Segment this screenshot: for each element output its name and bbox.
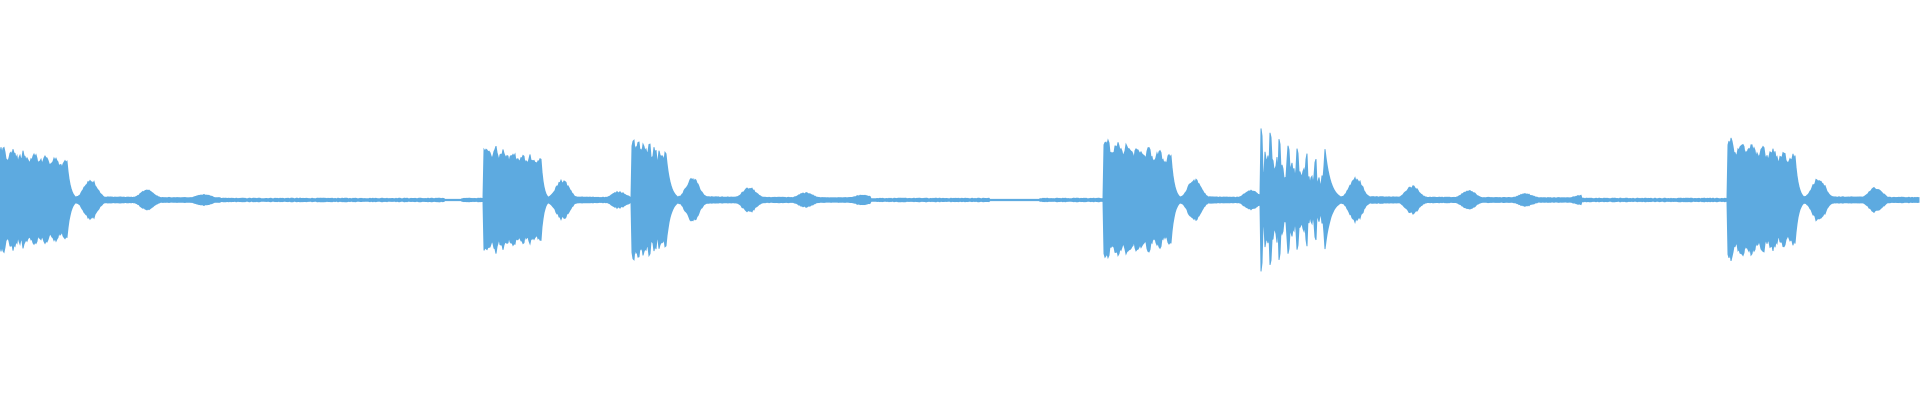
waveform-trace — [0, 128, 1920, 272]
